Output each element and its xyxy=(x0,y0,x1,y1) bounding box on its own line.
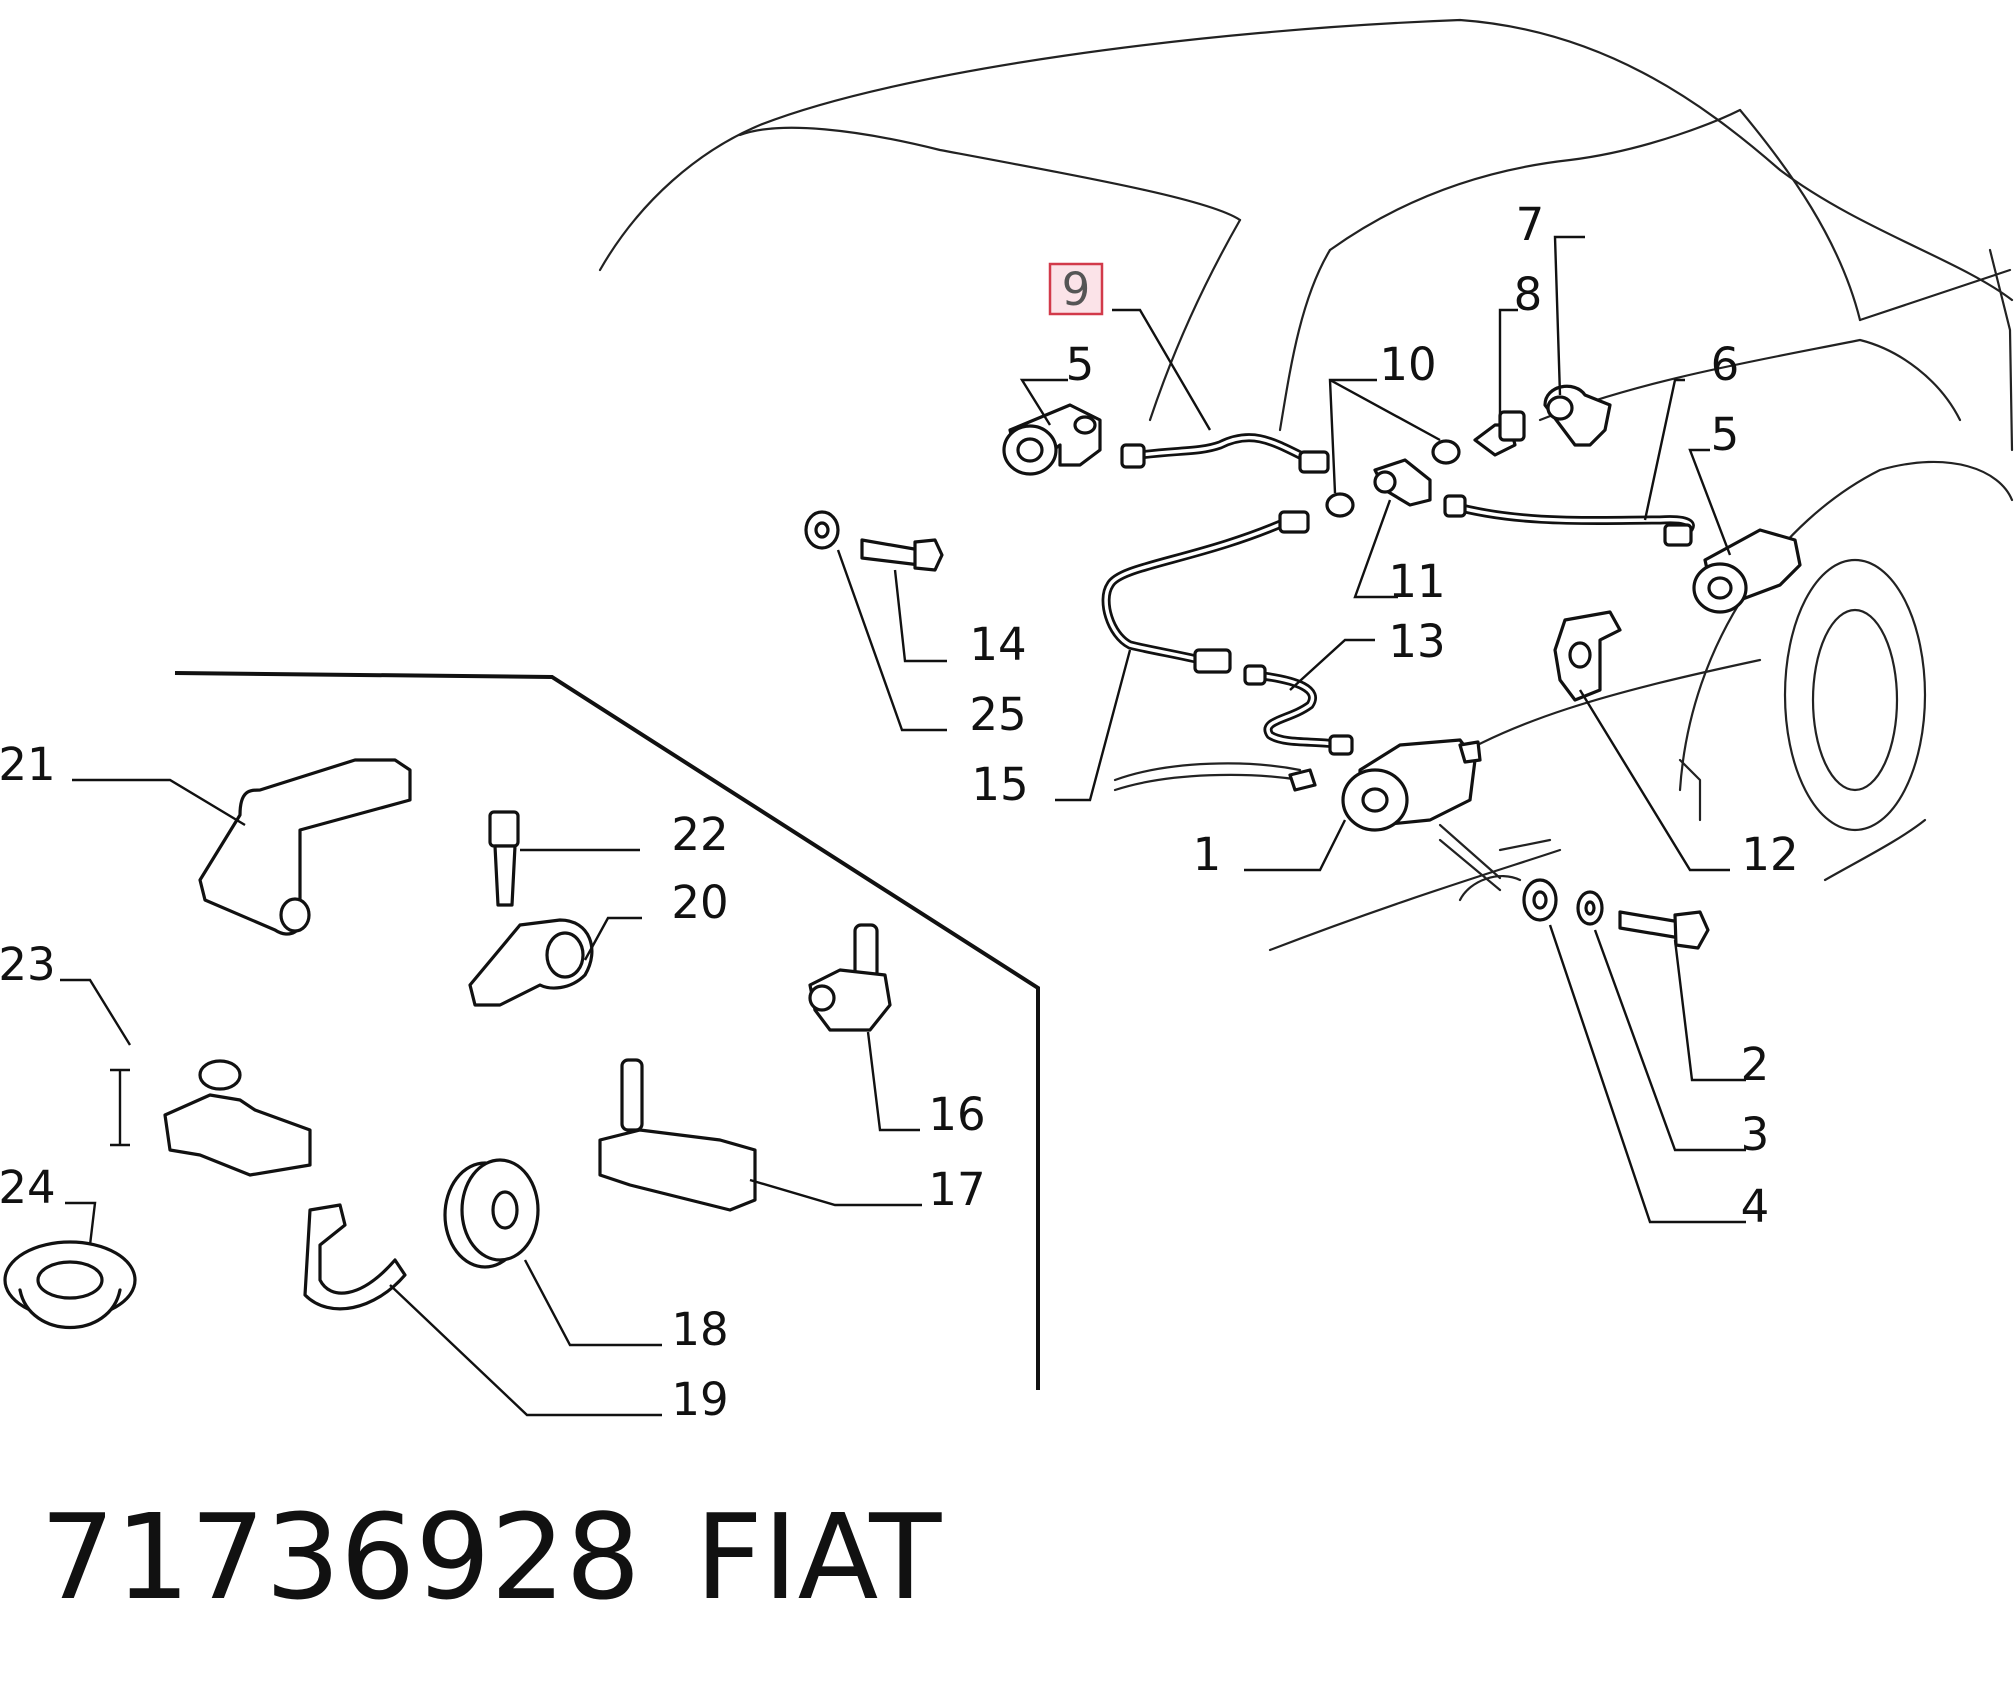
callout-labels: 9 5 7 8 10 6 5 11 13 14 25 15 1 12 2 3 4… xyxy=(0,198,1799,1426)
part-22-screw xyxy=(488,810,520,907)
part-9-brake-hose xyxy=(1120,433,1330,474)
part-5-left-wheel-cylinder xyxy=(1002,403,1102,476)
callout-2: 2 xyxy=(1741,1038,1770,1091)
part-3-washer xyxy=(1576,890,1604,926)
callout-7: 7 xyxy=(1516,198,1545,251)
leader-lines xyxy=(60,235,1746,1417)
part-6-brake-hose-right xyxy=(1443,494,1695,547)
part-20-clamp xyxy=(468,918,594,1007)
part-24-grommet xyxy=(3,1240,137,1330)
part-1-brake-regulator xyxy=(1288,738,1482,832)
callout-25: 25 xyxy=(969,688,1026,741)
callout-4: 4 xyxy=(1741,1180,1770,1233)
part-18-rubber-bush xyxy=(443,1158,540,1269)
part-7-bracket-clip xyxy=(1543,384,1612,447)
callout-14: 14 xyxy=(969,618,1026,671)
callout-18: 18 xyxy=(671,1303,728,1356)
callout-9: 9 xyxy=(1062,263,1091,316)
part-16-valve-fitting xyxy=(808,923,892,1032)
callout-5-left: 5 xyxy=(1066,338,1095,391)
part-10-washer-lower xyxy=(1325,492,1355,518)
callout-21: 21 xyxy=(0,738,56,791)
part-8-banjo-bolt xyxy=(1473,410,1526,457)
brand-name: FIAT xyxy=(695,1488,942,1626)
part-14-bolt xyxy=(860,538,944,572)
callout-1: 1 xyxy=(1193,828,1222,881)
callout-6: 6 xyxy=(1711,338,1740,391)
part-4-washer xyxy=(1522,878,1558,922)
part-17-bracket-rod xyxy=(598,1058,757,1212)
part-number: 71736928 xyxy=(40,1488,641,1626)
callout-22: 22 xyxy=(671,808,728,861)
callout-20: 20 xyxy=(671,876,728,929)
callout-24: 24 xyxy=(0,1161,56,1214)
car-body-outline xyxy=(598,18,2014,952)
callout-11: 11 xyxy=(1388,555,1445,608)
part-19-hose-clip xyxy=(303,1203,407,1311)
part-23-connector xyxy=(110,1059,312,1177)
callout-5-right: 5 xyxy=(1711,408,1740,461)
part-13-brake-pipe xyxy=(1243,664,1354,756)
section-divider xyxy=(174,671,1040,1390)
callout-12: 12 xyxy=(1741,828,1798,881)
callout-19: 19 xyxy=(671,1373,728,1426)
part-21-bracket xyxy=(198,758,412,936)
callout-8: 8 xyxy=(1514,268,1543,321)
callout-10: 10 xyxy=(1379,338,1436,391)
part-10-washer-upper xyxy=(1431,439,1461,465)
callout-15: 15 xyxy=(971,758,1028,811)
callout-9-highlight-box xyxy=(1048,262,1104,316)
callout-16: 16 xyxy=(928,1088,985,1141)
part-5-right-wheel-cylinder xyxy=(1692,528,1802,614)
part-15-long-brake-pipe xyxy=(1101,510,1310,674)
callout-17: 17 xyxy=(928,1163,985,1216)
callout-13: 13 xyxy=(1388,615,1445,668)
part-11-tee-connector xyxy=(1373,458,1432,507)
part-2-bolt xyxy=(1618,910,1710,950)
callout-3: 3 xyxy=(1741,1108,1770,1161)
part-25-washer xyxy=(804,510,840,550)
callout-23: 23 xyxy=(0,938,56,991)
part-12-support-bracket xyxy=(1553,610,1622,702)
